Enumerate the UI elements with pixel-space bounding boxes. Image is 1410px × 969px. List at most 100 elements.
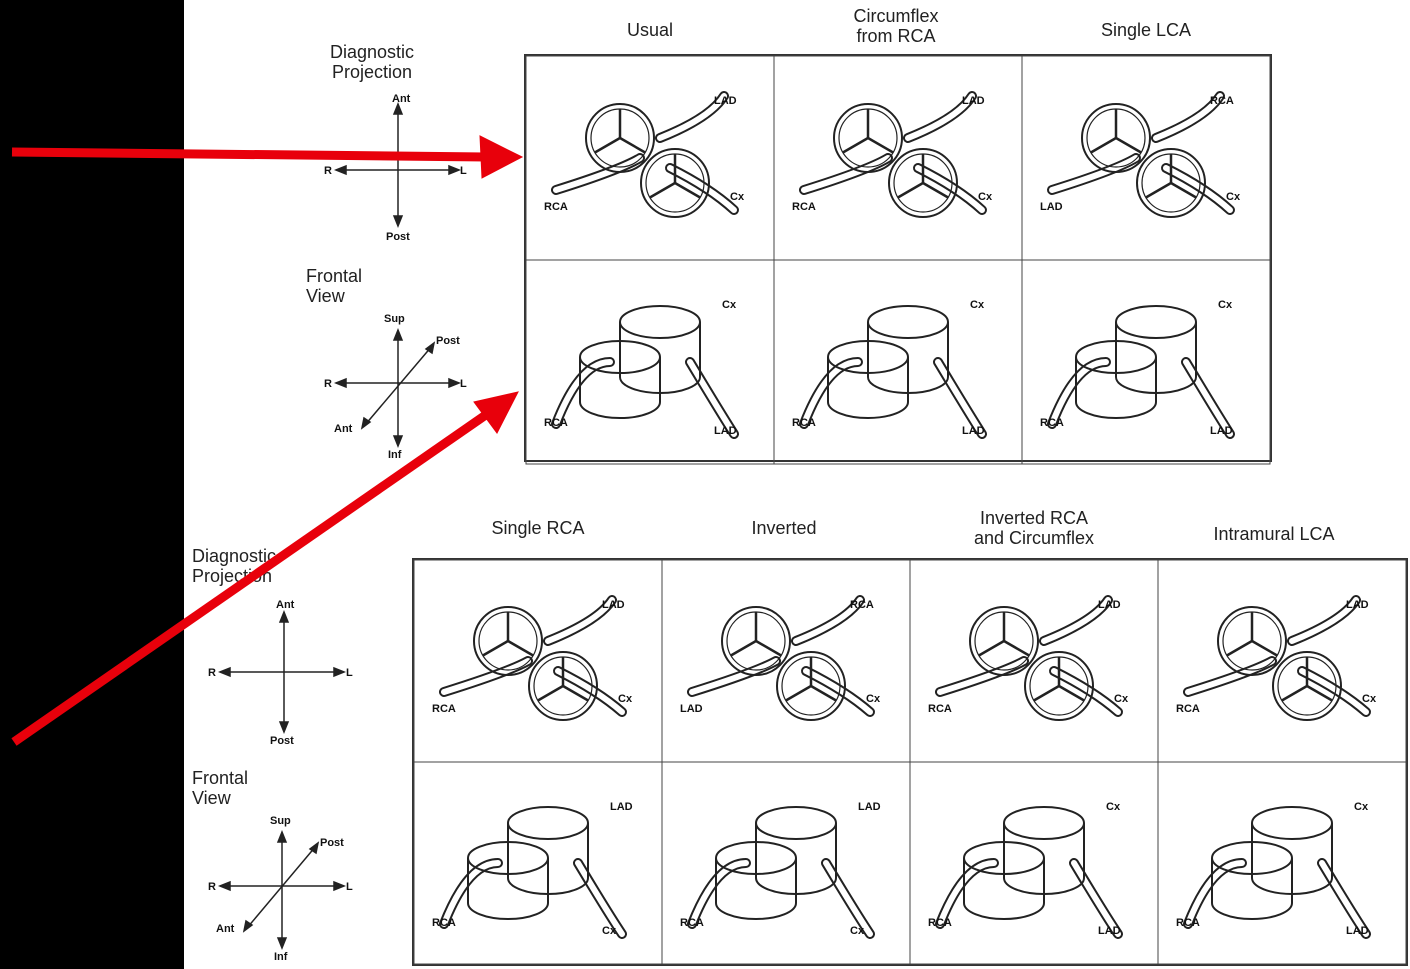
bottom-cell-1-label-rca: RCA [432, 703, 456, 715]
top-cell-2-label-rca: RCA [792, 201, 816, 213]
bottom-cell-7-label-lad: LAD [1098, 925, 1121, 937]
top-frontal-view-label: Frontal View [306, 266, 363, 306]
bottom-col-header-3: Inverted RCA and Circumflex [973, 508, 1095, 548]
top-cell-3-label-cx: Cx [1226, 191, 1241, 203]
bottom-cell-5-label-lad: LAD [610, 801, 633, 813]
bottom-front-post: Post [320, 837, 344, 849]
top-cell-4-label-lad: LAD [714, 425, 737, 437]
top-diag-r: R [324, 165, 332, 177]
bottom-diag-post: Post [270, 735, 294, 747]
bottom-cell-border [1157, 761, 1407, 965]
top-cell-1-label-cx: Cx [730, 191, 745, 203]
top-cell-3-label-rca: RCA [1210, 95, 1234, 107]
top-front-post: Post [436, 335, 460, 347]
bottom-cell-1-drawing: LAD RCA Cx [432, 595, 633, 721]
bottom-front-l: L [346, 881, 353, 893]
top-diag-post: Post [386, 231, 410, 243]
top-front-l: L [460, 378, 467, 390]
bottom-cell-8-label-lad: LAD [1346, 925, 1369, 937]
top-cell-6-label-cx: Cx [1218, 299, 1233, 311]
bottom-col-header-2: Inverted [751, 518, 817, 538]
bottom-cell-4-label-rca: RCA [1176, 703, 1200, 715]
top-cell-5-label-rca: RCA [792, 417, 816, 429]
top-front-inf: Inf [388, 449, 402, 461]
top-cell-border [1021, 259, 1271, 465]
bottom-cell-1-label-lad: LAD [602, 599, 625, 611]
top-cell-4-label-rca: RCA [544, 417, 568, 429]
top-col-header-1: Usual [626, 20, 674, 40]
top-front-ant: Ant [334, 423, 353, 435]
top-cell-5-label-lad: LAD [962, 425, 985, 437]
top-cell-1-label-rca: RCA [544, 201, 568, 213]
top-cell-4-label-cx: Cx [722, 299, 737, 311]
top-col-header-3: Single LCA [1100, 20, 1192, 40]
top-cell-2-label-cx: Cx [978, 191, 993, 203]
bottom-cell-4-label-lad: LAD [1346, 599, 1369, 611]
bottom-diag-ant: Ant [276, 599, 295, 611]
top-cell-1-label-lad: LAD [714, 95, 737, 107]
bottom-front-inf: Inf [274, 951, 288, 963]
top-front-r: R [324, 378, 332, 390]
bottom-cell-2-label-cx: Cx [866, 693, 881, 705]
top-cell-3-label-lad: LAD [1040, 201, 1063, 213]
bottom-cell-3-label-rca: RCA [928, 703, 952, 715]
top-cell-5-label-cx: Cx [970, 299, 985, 311]
red-arrow-2-shaft [11, 408, 493, 746]
top-cell-1-drawing: LAD RCA Cx [544, 91, 745, 218]
top-col-header-2: Circumflex from RCA [853, 6, 939, 46]
bottom-front-ant: Ant [216, 923, 235, 935]
bottom-col-header-4: Intramural LCA [1213, 524, 1335, 544]
bottom-cell-3-label-cx: Cx [1114, 693, 1129, 705]
bottom-front-r: R [208, 881, 216, 893]
bottom-cell-4-label-cx: Cx [1362, 693, 1377, 705]
bottom-cell-3-drawing: LAD RCA Cx [928, 595, 1129, 721]
top-diag-l: L [460, 165, 467, 177]
bottom-diag-r: R [208, 667, 216, 679]
bottom-cell-7-label-cx: Cx [1106, 801, 1121, 813]
bottom-cell-1-label-cx: Cx [618, 693, 633, 705]
bottom-cell-5-drawing: LAD RCA Cx [432, 801, 633, 939]
bottom-grid [412, 558, 1408, 966]
bottom-front-sup: Sup [270, 815, 291, 827]
bottom-diag-l: L [346, 667, 353, 679]
top-cell-2-label-lad: LAD [962, 95, 985, 107]
top-front-sup: Sup [384, 313, 405, 325]
red-arrow-2-head [473, 391, 519, 434]
top-cell-3-drawing: RCA LAD Cx [1040, 91, 1241, 218]
bottom-cell-3-label-lad: LAD [1098, 599, 1121, 611]
bottom-cell-2-drawing: RCA LAD Cx [680, 595, 881, 721]
bottom-col-header-1: Single RCA [491, 518, 585, 538]
bottom-cell-6-label-cx: Cx [850, 925, 865, 937]
bottom-frontal-view-label: Frontal View [192, 768, 249, 808]
bottom-cell-6-drawing: LAD RCA Cx [680, 801, 881, 939]
bottom-cell-5-label-cx: Cx [602, 925, 617, 937]
top-cell-6-label-lad: LAD [1210, 425, 1233, 437]
top-cell-6-label-rca: RCA [1040, 417, 1064, 429]
bottom-cell-5-label-rca: RCA [432, 917, 456, 929]
bottom-cell-6-label-lad: LAD [858, 801, 881, 813]
bottom-cell-7-label-rca: RCA [928, 917, 952, 929]
bottom-cell-8-label-rca: RCA [1176, 917, 1200, 929]
bottom-cell-2-label-rca: RCA [850, 599, 874, 611]
bottom-cell-2-label-lad: LAD [680, 703, 703, 715]
bottom-cell-6-label-rca: RCA [680, 917, 704, 929]
bottom-cell-4-drawing: LAD RCA Cx [1176, 595, 1377, 721]
top-grid [524, 54, 1272, 462]
red-arrow-1-shaft [11, 147, 487, 162]
bottom-cell-8-label-cx: Cx [1354, 801, 1369, 813]
top-diag-ant: Ant [392, 93, 411, 105]
red-arrow-1-head [479, 135, 524, 179]
top-diagnostic-projection-label: Diagnostic Projection [329, 42, 415, 82]
